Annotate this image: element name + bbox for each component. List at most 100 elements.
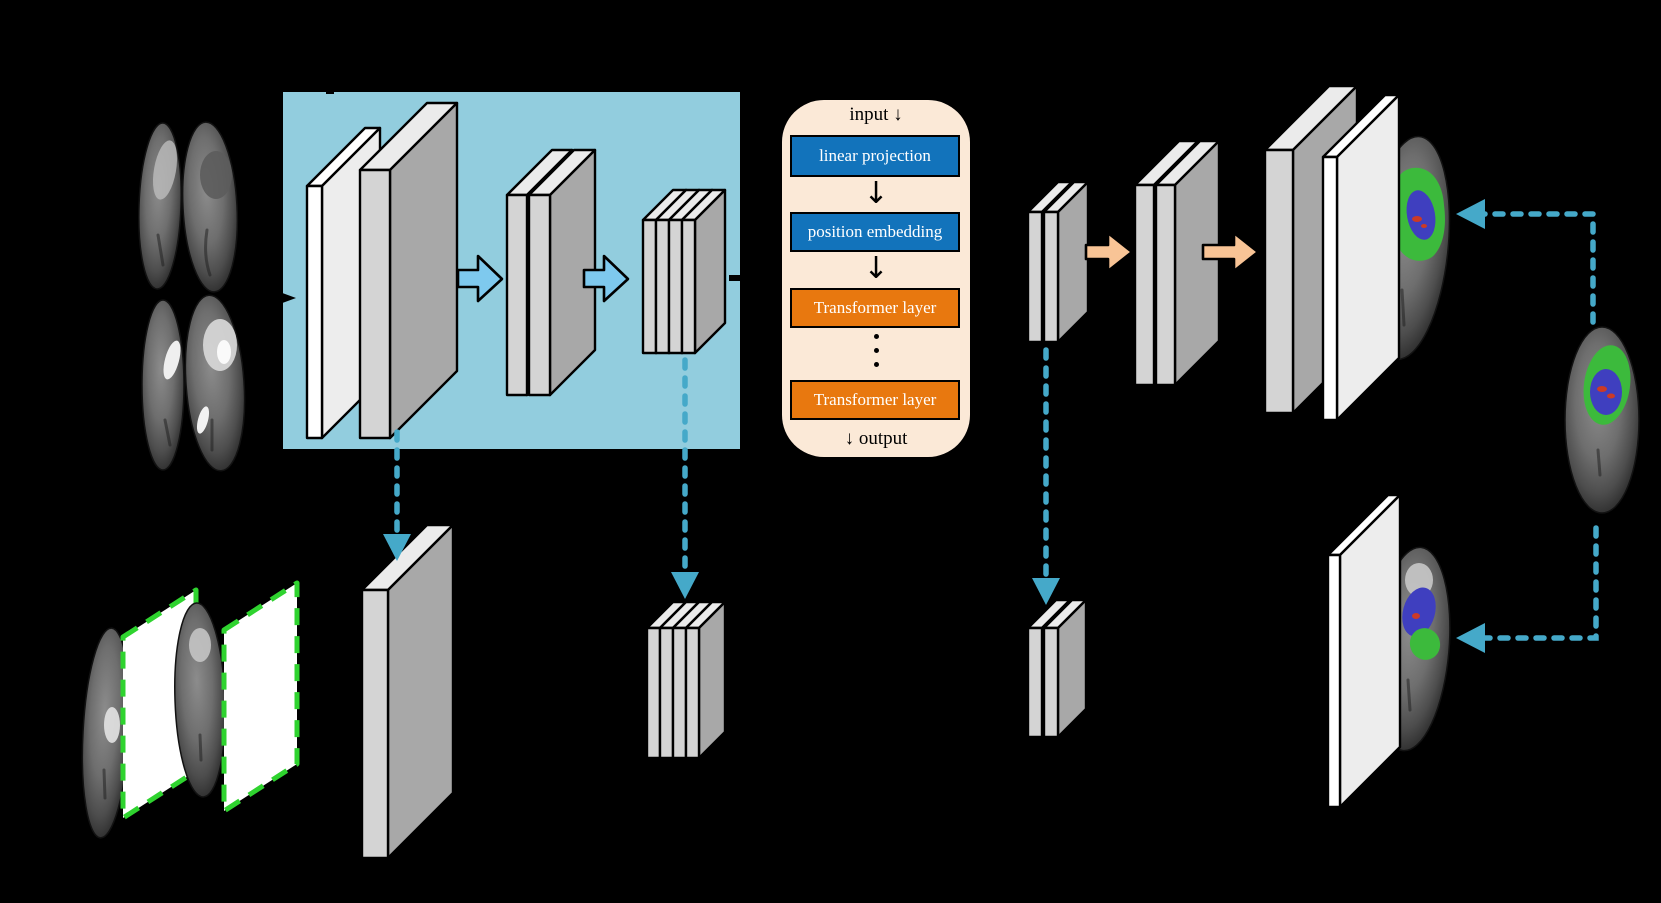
encoder-conv-block-2 [505, 148, 597, 397]
brain-slice [138, 122, 182, 290]
bright-lesion [104, 707, 120, 743]
slab-front-face [358, 168, 392, 440]
encoder-conv-block-1 [305, 101, 459, 440]
slab-front-face [671, 626, 688, 760]
segmentation-tumor-core [1402, 587, 1436, 637]
sulci-texture [102, 768, 107, 800]
input-arrow [230, 287, 296, 309]
skip-dashed-arrowhead-1 [383, 534, 411, 561]
slab-side-face [1173, 139, 1221, 387]
skip-feature-slab-large [360, 523, 455, 860]
segmentation-tumor-core [1406, 190, 1436, 240]
slab-front-face [360, 588, 390, 860]
decoder-block-1 [1026, 180, 1090, 344]
skip-dashed-arrowhead-3 [1032, 578, 1060, 605]
supervision-dashed-line-bottom [1481, 525, 1599, 641]
bright-lesion [152, 140, 178, 200]
white-output-slab [1321, 93, 1401, 422]
slab-front-face [1326, 553, 1342, 809]
sulci-texture [1400, 288, 1406, 327]
gray-feature-slab [358, 101, 459, 440]
down-arrow-icon: ↓ [863, 176, 889, 211]
input-mri-pair-1 [138, 121, 239, 293]
slab-front-face [1263, 148, 1295, 415]
slab-front-face [527, 193, 552, 397]
supervision-arrowhead-top [1456, 199, 1485, 229]
bright-lesion [189, 628, 211, 662]
sulci-texture [198, 733, 203, 762]
slab-front-face [680, 218, 697, 355]
segmentation-edema [1409, 628, 1441, 660]
transformer-layer-box: Transformer layer [790, 288, 960, 328]
slab-front-face [1133, 183, 1156, 387]
gray-feature-slab [684, 600, 727, 760]
supervision-arrowhead-bottom [1456, 623, 1485, 653]
dark-lesion [200, 151, 232, 199]
slab-front-face [1321, 155, 1339, 422]
segmentation-tumor-core [1590, 369, 1622, 415]
segmentation-necrosis [1412, 216, 1422, 222]
ground-truth-brain [1564, 326, 1640, 514]
decoder-block-2 [1133, 139, 1221, 387]
sulci-texture [1406, 678, 1412, 712]
skip-dashed-arrowhead-2 [671, 572, 699, 599]
segmentation-necrosis [1412, 613, 1420, 619]
segmentation-necrosis [1421, 224, 1427, 228]
encoder-stage-arrow-2 [582, 254, 630, 303]
decoder-stage-arrow-1 [1084, 231, 1134, 273]
segmentation-necrosis [1607, 393, 1615, 399]
gray-feature-slab [1154, 139, 1221, 387]
skip-feature-stack [645, 600, 727, 760]
down-arrow-icon: ↓ [863, 251, 889, 286]
tick-mark [729, 275, 741, 281]
slab-side-face [1056, 180, 1090, 344]
slab-front-face [654, 218, 671, 355]
skip-feature-stack-small [1026, 598, 1088, 739]
mask-plane [221, 580, 300, 814]
slab-side-face [693, 188, 727, 355]
slab-front-face [658, 626, 675, 760]
sulci-texture [204, 228, 212, 277]
masked-input-2 [174, 580, 300, 814]
gray-feature-slab [1042, 598, 1088, 739]
supervision-dashed-line-top [1481, 211, 1596, 325]
brain-slice [181, 121, 239, 293]
sulci-texture [1596, 448, 1602, 477]
slab-front-face [305, 184, 324, 440]
bright-lesion-core [217, 340, 231, 364]
panel-output-label: ↓ output [844, 428, 908, 449]
decoder-block-3 [1263, 84, 1401, 422]
decoder-stage-arrow-2 [1201, 231, 1260, 273]
panel-input-label: input ↓ [849, 104, 903, 125]
slab-front-face [645, 626, 662, 760]
bright-lesion [163, 340, 181, 380]
segmentation-necrosis [1597, 386, 1607, 392]
slab-front-face [1042, 626, 1060, 739]
transformer-layer-box: Transformer layer [790, 380, 960, 420]
gray-feature-slab [527, 148, 597, 397]
gray-feature-slab [1042, 180, 1090, 344]
input-mri-pair-2 [141, 294, 246, 472]
linear-projection-box: linear projection [790, 135, 960, 177]
slab-side-face [697, 600, 727, 760]
slab-front-face [641, 218, 658, 355]
slab-front-face [1026, 210, 1044, 344]
slab-front-face [667, 218, 684, 355]
sulci-texture [156, 233, 165, 267]
slab-front-face [1026, 626, 1044, 739]
bright-streak [196, 406, 210, 434]
white-output-slab-aux [1326, 493, 1402, 809]
encoder-conv-block-3 [641, 188, 727, 355]
brain-slice [141, 299, 185, 471]
slab-front-face [505, 193, 529, 397]
brain-slice [184, 294, 246, 472]
encoder-stage-arrow-1 [456, 254, 504, 303]
sulci-texture [163, 418, 172, 447]
position-embedding-box: position embedding [790, 212, 960, 252]
gray-feature-slab [680, 188, 727, 355]
slab-front-face [1042, 210, 1060, 344]
slab-front-face [1154, 183, 1177, 387]
transformer-panel: input ↓ linear projection ↓ position emb… [782, 100, 970, 457]
vertical-ellipsis-icon [782, 334, 970, 367]
